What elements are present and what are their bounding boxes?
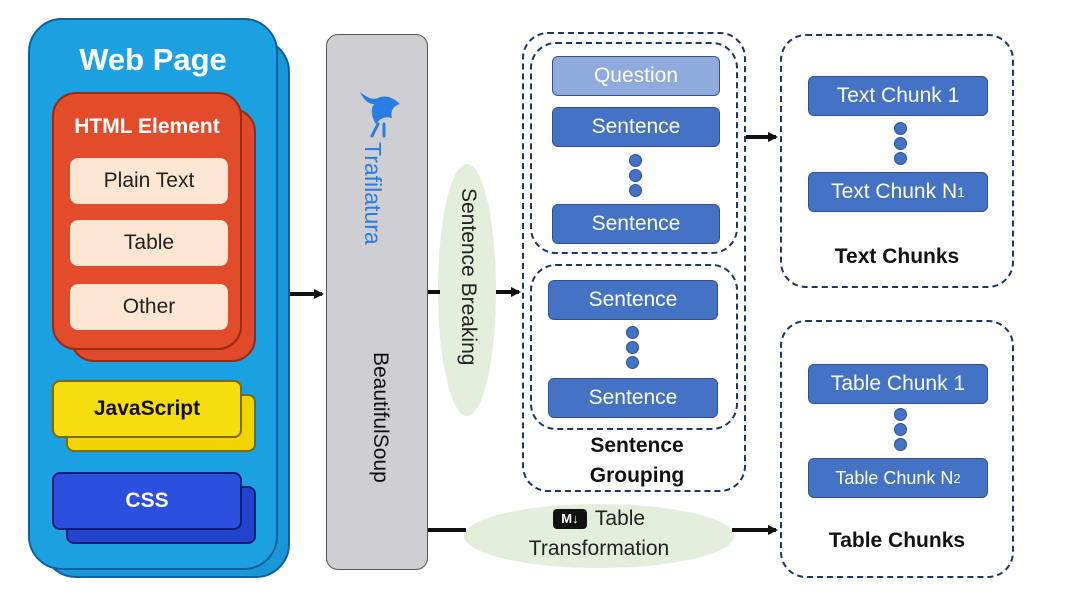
ellipsis-dot: [894, 438, 907, 451]
ellipsis-dot: [626, 341, 639, 354]
table-chunk-box: Table Chunk 1: [808, 364, 988, 404]
ellipsis-dot: [626, 356, 639, 369]
text-chunk-box: Text Chunk 1: [808, 76, 988, 116]
table-transformation-label: M↓ Table Transformation: [464, 504, 734, 568]
table-transformation-ellipse: [464, 504, 734, 568]
sentence-box: Sentence: [548, 378, 718, 418]
text-chunks-caption: Text Chunks: [834, 245, 960, 268]
sentence-grouping-outer: [522, 32, 746, 492]
other-item: Other: [70, 284, 228, 330]
ellipsis-dot: [629, 184, 642, 197]
sentence-grouping-caption: Sentence: [590, 434, 684, 457]
question-box: Question: [552, 56, 720, 96]
table-transformation-line1: Table: [594, 507, 646, 530]
table-chunk-label: Table Chunk N: [835, 467, 954, 488]
ellipsis-dot: [626, 326, 639, 339]
table-chunks-caption: Table Chunks: [828, 529, 966, 552]
sentence-group-2: [530, 264, 738, 430]
table-item: Table: [70, 220, 228, 266]
css-card: CSS: [52, 472, 242, 530]
sentence-group-1: [530, 42, 738, 254]
parser-panel: [326, 34, 428, 570]
text-chunks-container: [780, 34, 1014, 288]
html-element-title: HTML Element: [74, 115, 220, 138]
ellipsis-dot: [894, 408, 907, 421]
sentence-breaking-ellipse: [438, 164, 496, 416]
table-chunk-subscript: 2: [953, 470, 961, 486]
sentence-box: Sentence: [548, 280, 718, 320]
sentence-grouping-caption: Grouping: [589, 464, 685, 487]
text-chunk-label: Text Chunk N: [831, 180, 958, 203]
table-transformation-line2: Transformation: [528, 537, 670, 560]
text-chunk-subscript: 1: [957, 184, 965, 200]
ellipsis-dot: [894, 152, 907, 165]
ellipsis-dot: [629, 169, 642, 182]
markdown-icon: M↓: [552, 509, 587, 529]
javascript-card: JavaScript: [52, 380, 242, 438]
ellipsis-dot: [629, 154, 642, 167]
ellipsis-dot: [894, 137, 907, 150]
sentence-box: Sentence: [552, 204, 720, 244]
sentence-box: Sentence: [552, 107, 720, 147]
plain-text-item: Plain Text: [70, 158, 228, 204]
table-chunks-container: [780, 320, 1014, 578]
web-page-title: Web Page: [79, 42, 227, 77]
ellipsis-dot: [894, 423, 907, 436]
ellipsis-dot: [894, 122, 907, 135]
